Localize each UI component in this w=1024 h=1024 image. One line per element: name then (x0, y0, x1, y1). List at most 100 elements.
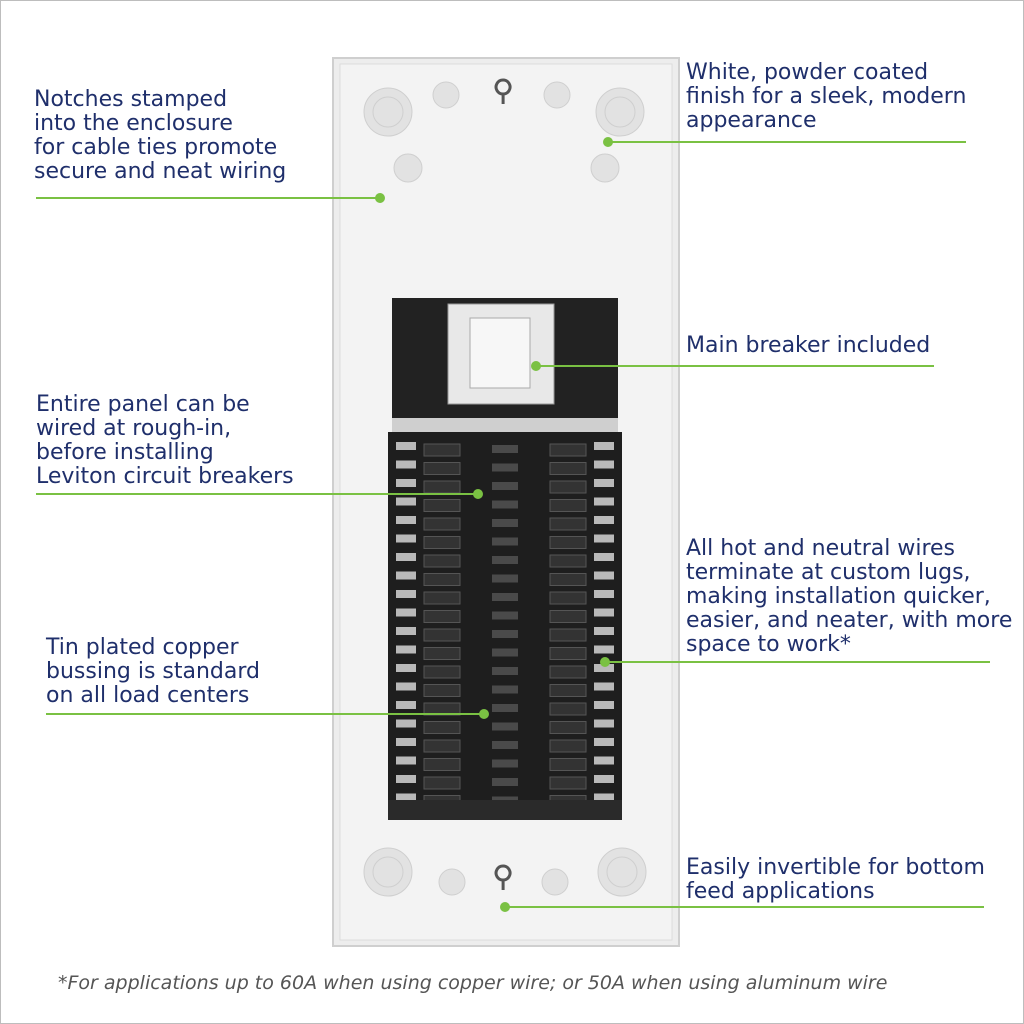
breaker-slot (549, 443, 587, 457)
breaker-slot (423, 758, 461, 771)
bus-stab (492, 667, 518, 675)
bus-stab (492, 741, 518, 749)
lug-rows (396, 442, 614, 808)
lug (594, 442, 614, 450)
breaker-slot (549, 536, 587, 549)
breaker-slot (423, 554, 461, 568)
callout-lugs: All hot and neutral wires terminate at c… (686, 536, 1013, 657)
breaker-space (388, 432, 622, 820)
breaker-slot (423, 536, 461, 549)
lug (396, 553, 416, 561)
leader-lines (36, 137, 990, 912)
bus-stab (492, 648, 518, 657)
lug (594, 793, 614, 802)
bus-stab (492, 519, 518, 527)
callout-notches: Notches stamped into the enclosure for c… (34, 87, 287, 184)
callout-main-breaker: Main breaker included (686, 333, 931, 358)
bus-stab (492, 593, 518, 601)
bus-stab (492, 537, 518, 546)
lug (594, 460, 614, 469)
lug (396, 460, 416, 469)
lug (396, 775, 416, 783)
breaker-slot (423, 573, 461, 586)
lug (396, 608, 416, 617)
callout-rough-in: Entire panel can be wired at rough-in, b… (36, 392, 294, 489)
breaker-slot (423, 665, 461, 679)
breaker-slot (423, 684, 461, 697)
breaker-slot (423, 610, 461, 623)
breaker-slot (549, 462, 587, 475)
lug (594, 756, 614, 765)
breaker-slot (549, 554, 587, 568)
breaker-slot (423, 591, 461, 605)
lug (594, 497, 614, 506)
lug (396, 645, 416, 654)
breaker-slot (423, 517, 461, 531)
bus-stab (492, 759, 518, 768)
callout-invertible: Easily invertible for bottom feed applic… (686, 855, 985, 904)
hanger-slot-top (494, 78, 512, 104)
callout-bussing: Tin plated copper bussing is standard on… (46, 635, 260, 708)
lug (396, 793, 416, 802)
lug (396, 479, 416, 487)
lug (594, 627, 614, 635)
lug (594, 701, 614, 709)
lug (594, 645, 614, 654)
breaker-slot (423, 739, 461, 753)
breaker-slot (423, 499, 461, 512)
breaker-slot (423, 462, 461, 475)
lug (594, 534, 614, 543)
breaker-slot (549, 499, 587, 512)
lug (396, 719, 416, 728)
breaker-slot (549, 739, 587, 753)
lug (396, 516, 416, 524)
lug (594, 553, 614, 561)
bus-stab (492, 574, 518, 583)
lug (594, 682, 614, 691)
bus-stab (492, 630, 518, 638)
lug (396, 682, 416, 691)
lug (396, 571, 416, 580)
breaker-slot (549, 610, 587, 623)
breaker-slot (549, 591, 587, 605)
breaker-slot (423, 480, 461, 494)
bus-stab (492, 704, 518, 712)
breaker-slot (423, 628, 461, 642)
lug (396, 442, 416, 450)
lug (594, 479, 614, 487)
breaker-slot (549, 758, 587, 771)
bus-stab (492, 445, 518, 453)
lug (594, 775, 614, 783)
bus-stab (492, 778, 518, 786)
breaker-slot (423, 776, 461, 790)
breaker-slot (423, 443, 461, 457)
bus-stab (492, 482, 518, 490)
hanger-slot-bottom (494, 864, 512, 890)
bus-stab (492, 500, 518, 509)
lug (396, 590, 416, 598)
lug (594, 571, 614, 580)
breaker-slot (549, 721, 587, 734)
bus-stab (492, 611, 518, 620)
callout-finish: White, powder coated finish for a sleek,… (686, 60, 967, 133)
breaker-slot (423, 647, 461, 660)
bus-stab (492, 463, 518, 472)
breaker-slot (549, 647, 587, 660)
breaker-slot (549, 665, 587, 679)
lug (396, 701, 416, 709)
lug (396, 738, 416, 746)
neutral-bar (392, 418, 618, 432)
lug (396, 756, 416, 765)
breaker-slot (549, 684, 587, 697)
breaker-slot (549, 517, 587, 531)
lug (594, 516, 614, 524)
bus-stab (492, 685, 518, 694)
lug (396, 664, 416, 672)
bus-stab (492, 556, 518, 564)
lug (396, 627, 416, 635)
breaker-slot (549, 628, 587, 642)
breaker-slot (549, 702, 587, 716)
breaker-slot (549, 480, 587, 494)
lug (594, 738, 614, 746)
